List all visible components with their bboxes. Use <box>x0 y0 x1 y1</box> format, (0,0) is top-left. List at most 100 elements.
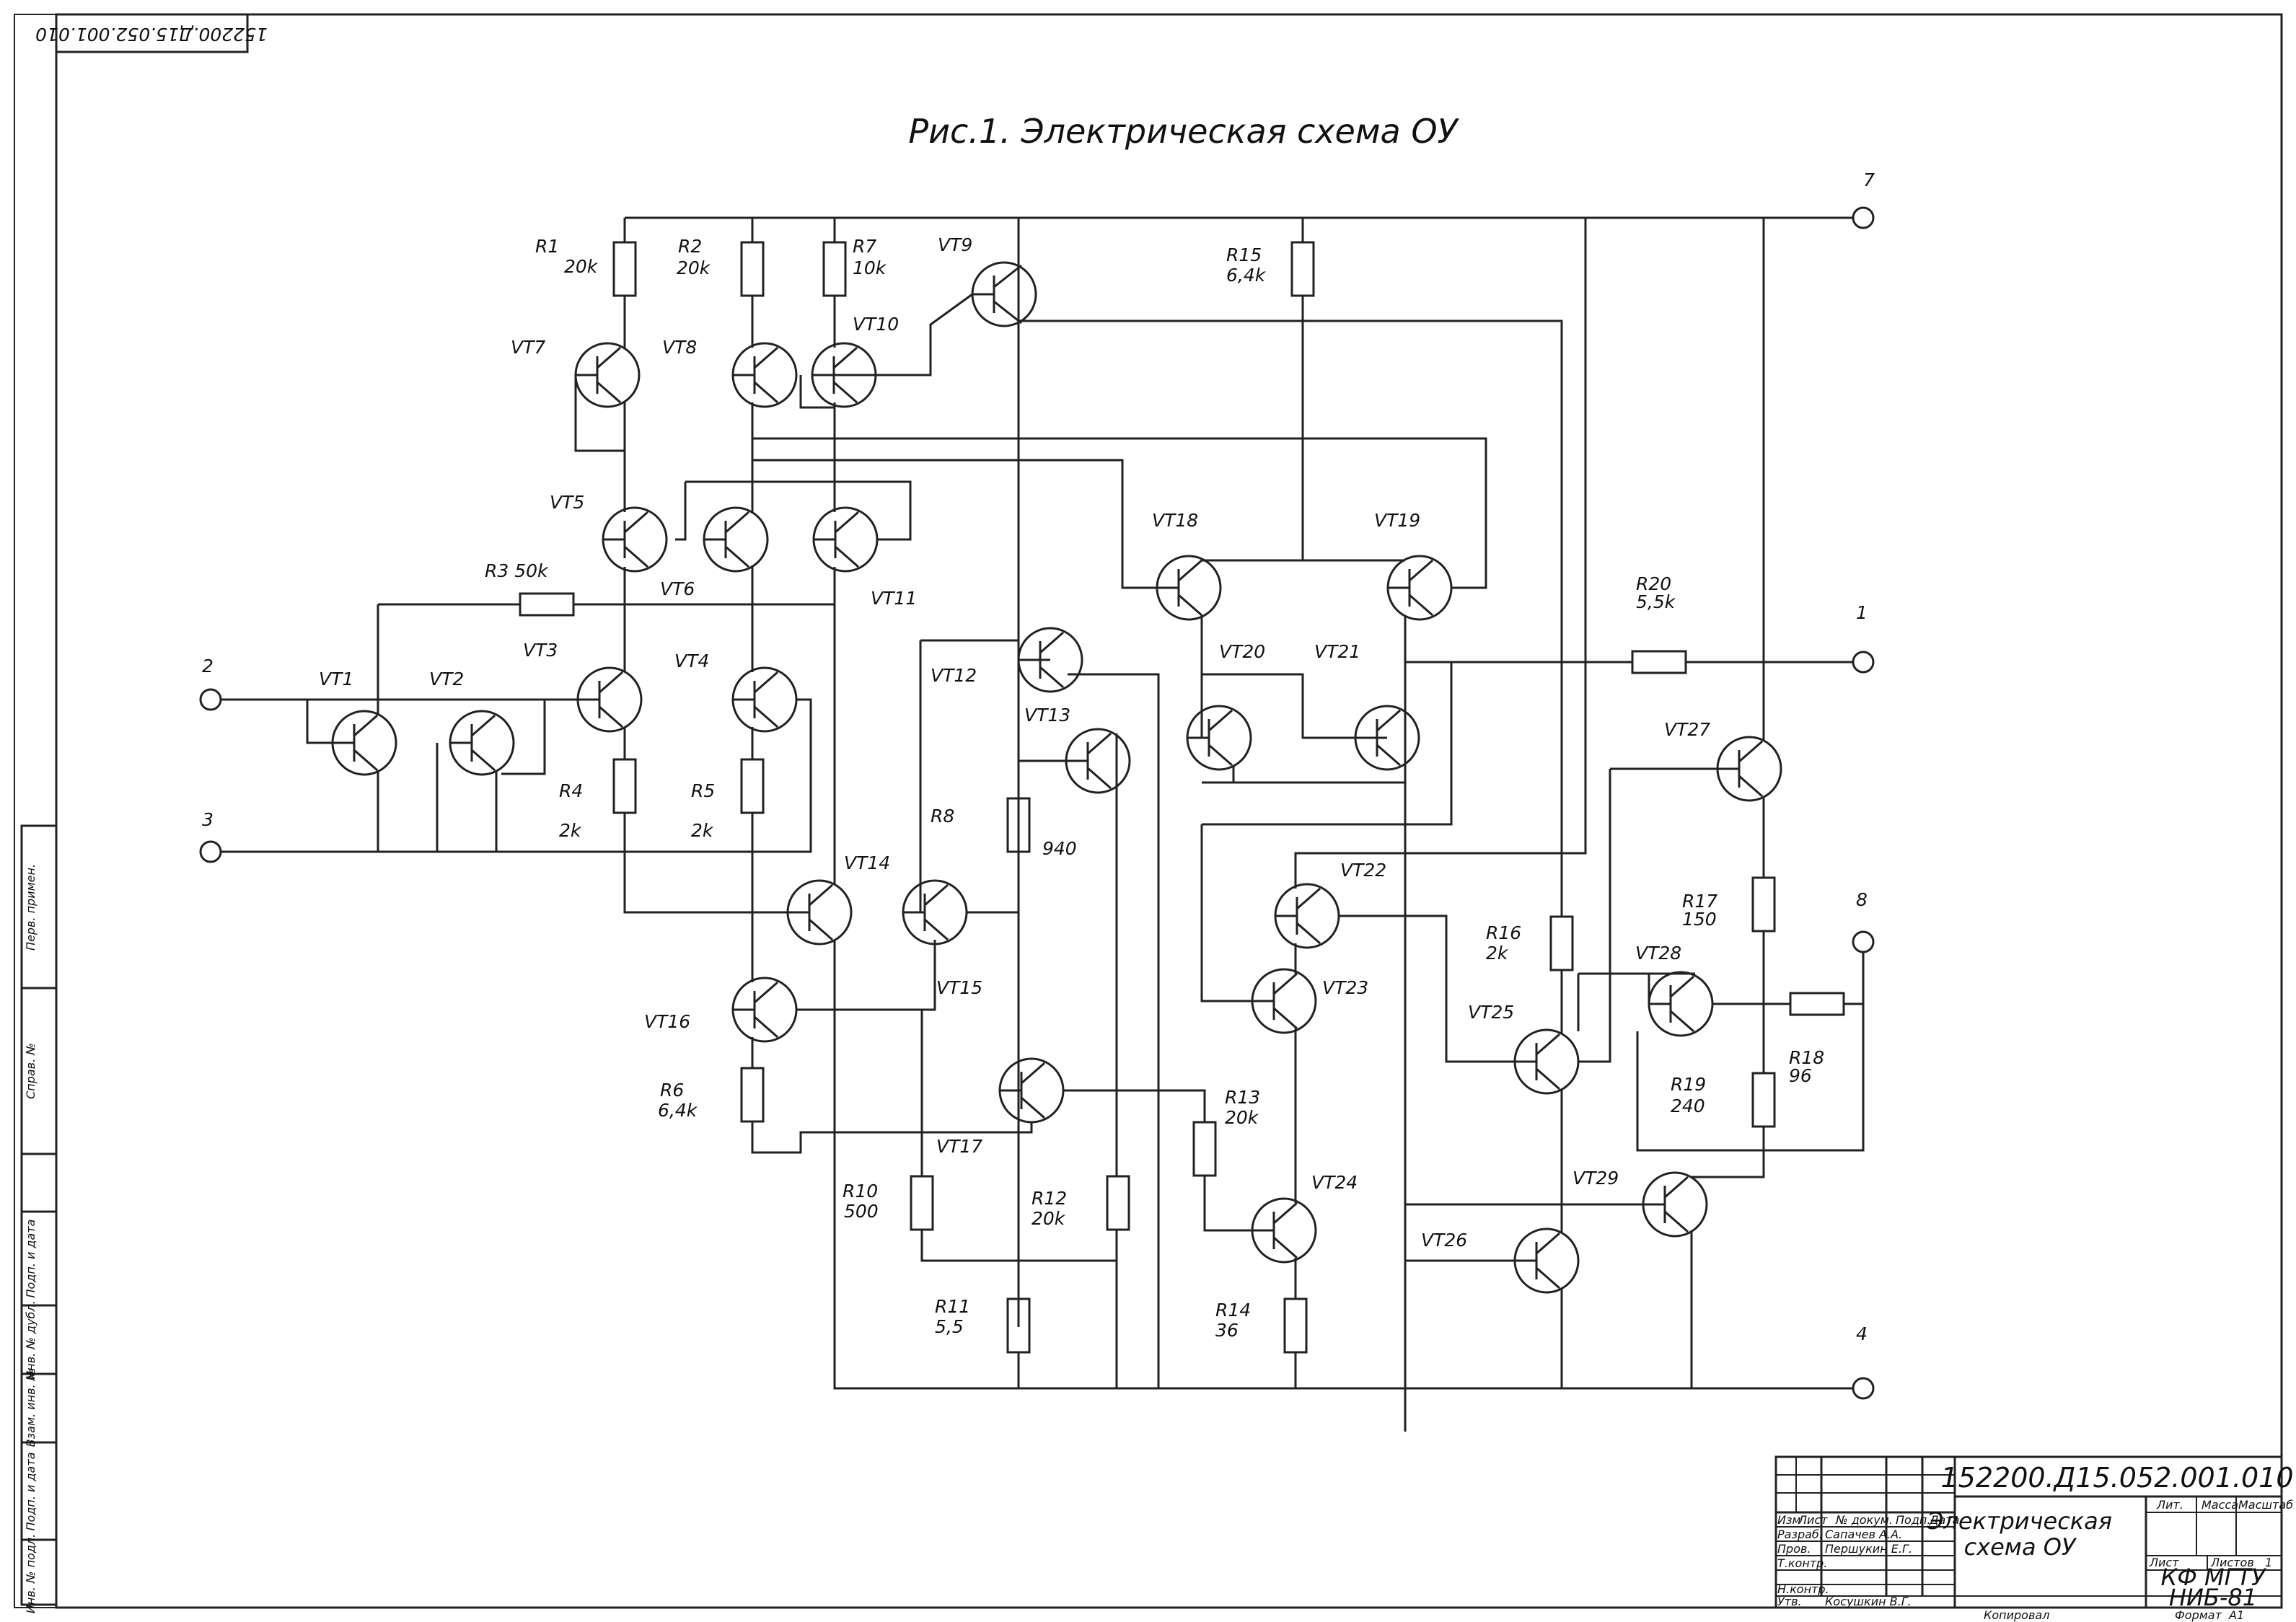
resistor-value: 20k <box>677 257 711 278</box>
wire <box>1019 319 1563 917</box>
transistor-collector <box>597 346 621 369</box>
scale-label: Масштаб <box>2238 1498 2293 1512</box>
role: Разраб. <box>1777 1528 1823 1541</box>
transistor-vt2 <box>449 710 515 776</box>
transistor-collector <box>1738 740 1763 763</box>
transistor-collector <box>1087 732 1112 755</box>
side-strip-cell: Подп. и дата <box>24 1453 38 1531</box>
resistor-name: R13 <box>1225 1087 1260 1108</box>
transistor-collector <box>1664 1176 1689 1199</box>
transistor-collector <box>1376 709 1401 732</box>
transistor-vt20 <box>1186 705 1252 771</box>
wire <box>1203 1176 1252 1232</box>
resistor-body <box>519 592 575 617</box>
resistor-body <box>1106 1175 1130 1231</box>
resistor-r2 <box>740 241 765 297</box>
transistor-label: VT18 <box>1152 510 1198 531</box>
col-header: Изм <box>1777 1513 1801 1527</box>
resistor-name: R17 <box>1682 891 1717 912</box>
transistor-label: VT13 <box>1024 705 1070 726</box>
transistor-vt4 <box>731 666 798 733</box>
resistor-value: 20k <box>1225 1107 1259 1128</box>
components <box>331 241 1845 1354</box>
terminal-3 <box>199 840 222 863</box>
transistor-vt8 <box>731 342 798 408</box>
wire <box>306 700 333 744</box>
transistor-emitter <box>1296 922 1321 945</box>
resistor-name: R12 <box>1032 1188 1067 1209</box>
resistor-value: 2k <box>691 820 714 841</box>
resistor-r4 <box>612 758 637 814</box>
transistor-emitter <box>1376 744 1401 767</box>
wire <box>1692 1127 1765 1178</box>
mass-label: Масса <box>2202 1498 2238 1512</box>
transistor-emitter <box>1087 767 1112 790</box>
transistor-emitter <box>993 300 1022 325</box>
transistor-collector <box>353 714 378 737</box>
resistor-value: 500 <box>844 1201 879 1222</box>
transistor-collector <box>1409 559 1433 582</box>
wire <box>501 700 546 775</box>
transistor-emitter <box>353 749 378 772</box>
terminal-label: 2 <box>202 656 214 676</box>
transistor-vt7 <box>574 342 641 408</box>
wire <box>812 293 973 376</box>
resistor-value: 150 <box>1682 909 1717 930</box>
resistor-body <box>740 758 765 814</box>
wire <box>1017 759 1066 798</box>
resistor-r7 <box>822 241 847 297</box>
col-header: Подп. <box>1896 1513 1930 1527</box>
transistor-label: VT6 <box>660 578 695 599</box>
resistor-name: R20 <box>1636 573 1671 594</box>
resistor-value: 36 <box>1215 1320 1239 1341</box>
wire <box>1294 218 1587 889</box>
resistor-name: R5 <box>691 780 715 801</box>
transistor-emitter <box>754 705 778 728</box>
wire <box>1063 1089 1206 1122</box>
side-strip-cell: Инв. № подл. <box>24 1534 38 1613</box>
lit-label: Лит. <box>2156 1498 2183 1512</box>
transistor-collector <box>1670 975 1694 998</box>
resistor-value: 5,5k <box>1636 591 1676 612</box>
transistor-label: VT16 <box>644 1011 690 1032</box>
transistor-emitter <box>1738 775 1763 798</box>
transistor-label: VT25 <box>1468 1002 1514 1023</box>
org-line1: КФ МГТУ <box>2161 1564 2267 1591</box>
transistor-label: VT20 <box>1219 641 1265 662</box>
resistor-name: R11 <box>935 1296 970 1317</box>
resistor-value: 240 <box>1671 1096 1705 1116</box>
transistor-label: VT24 <box>1311 1172 1358 1193</box>
resistor-r13 <box>1192 1121 1217 1177</box>
transistor-emitter <box>597 381 621 404</box>
role: Н.контр. <box>1777 1582 1829 1596</box>
transistor-collector <box>1273 972 1298 995</box>
transistor-emitter <box>725 545 749 568</box>
wire <box>752 437 1487 589</box>
role: Т.контр. <box>1777 1556 1827 1570</box>
transistor-collector <box>1039 631 1064 654</box>
transistor-collector <box>835 511 859 534</box>
transistor-emitter <box>754 381 778 404</box>
col-header: Дата <box>1929 1513 1959 1527</box>
transistor-emitter <box>1273 1236 1298 1259</box>
transistor-emitter <box>1536 1266 1560 1290</box>
transistor-vt19 <box>1386 555 1453 621</box>
transistor-vt15 <box>902 879 968 946</box>
transistor-vt23 <box>1251 968 1317 1034</box>
role-name: Косушкин В.Г. <box>1825 1595 1912 1608</box>
transistor-label: VT15 <box>936 977 982 998</box>
transistor-collector <box>754 671 778 694</box>
sheets-value: 1 <box>2265 1556 2272 1569</box>
transistor-label: VT26 <box>1421 1230 1467 1251</box>
resistor-name: R8 <box>931 806 954 827</box>
resistor-body <box>1006 797 1031 853</box>
terminal-label: 3 <box>202 809 214 830</box>
transistor-collector <box>809 883 833 907</box>
transistor-collector <box>1273 1202 1298 1225</box>
transistor-emitter <box>924 918 949 941</box>
transistor-vt13 <box>1065 728 1131 794</box>
transistor-emitter <box>1409 594 1433 617</box>
transistor-collector <box>993 264 1022 288</box>
resistor-value: 6,4k <box>1226 265 1267 286</box>
